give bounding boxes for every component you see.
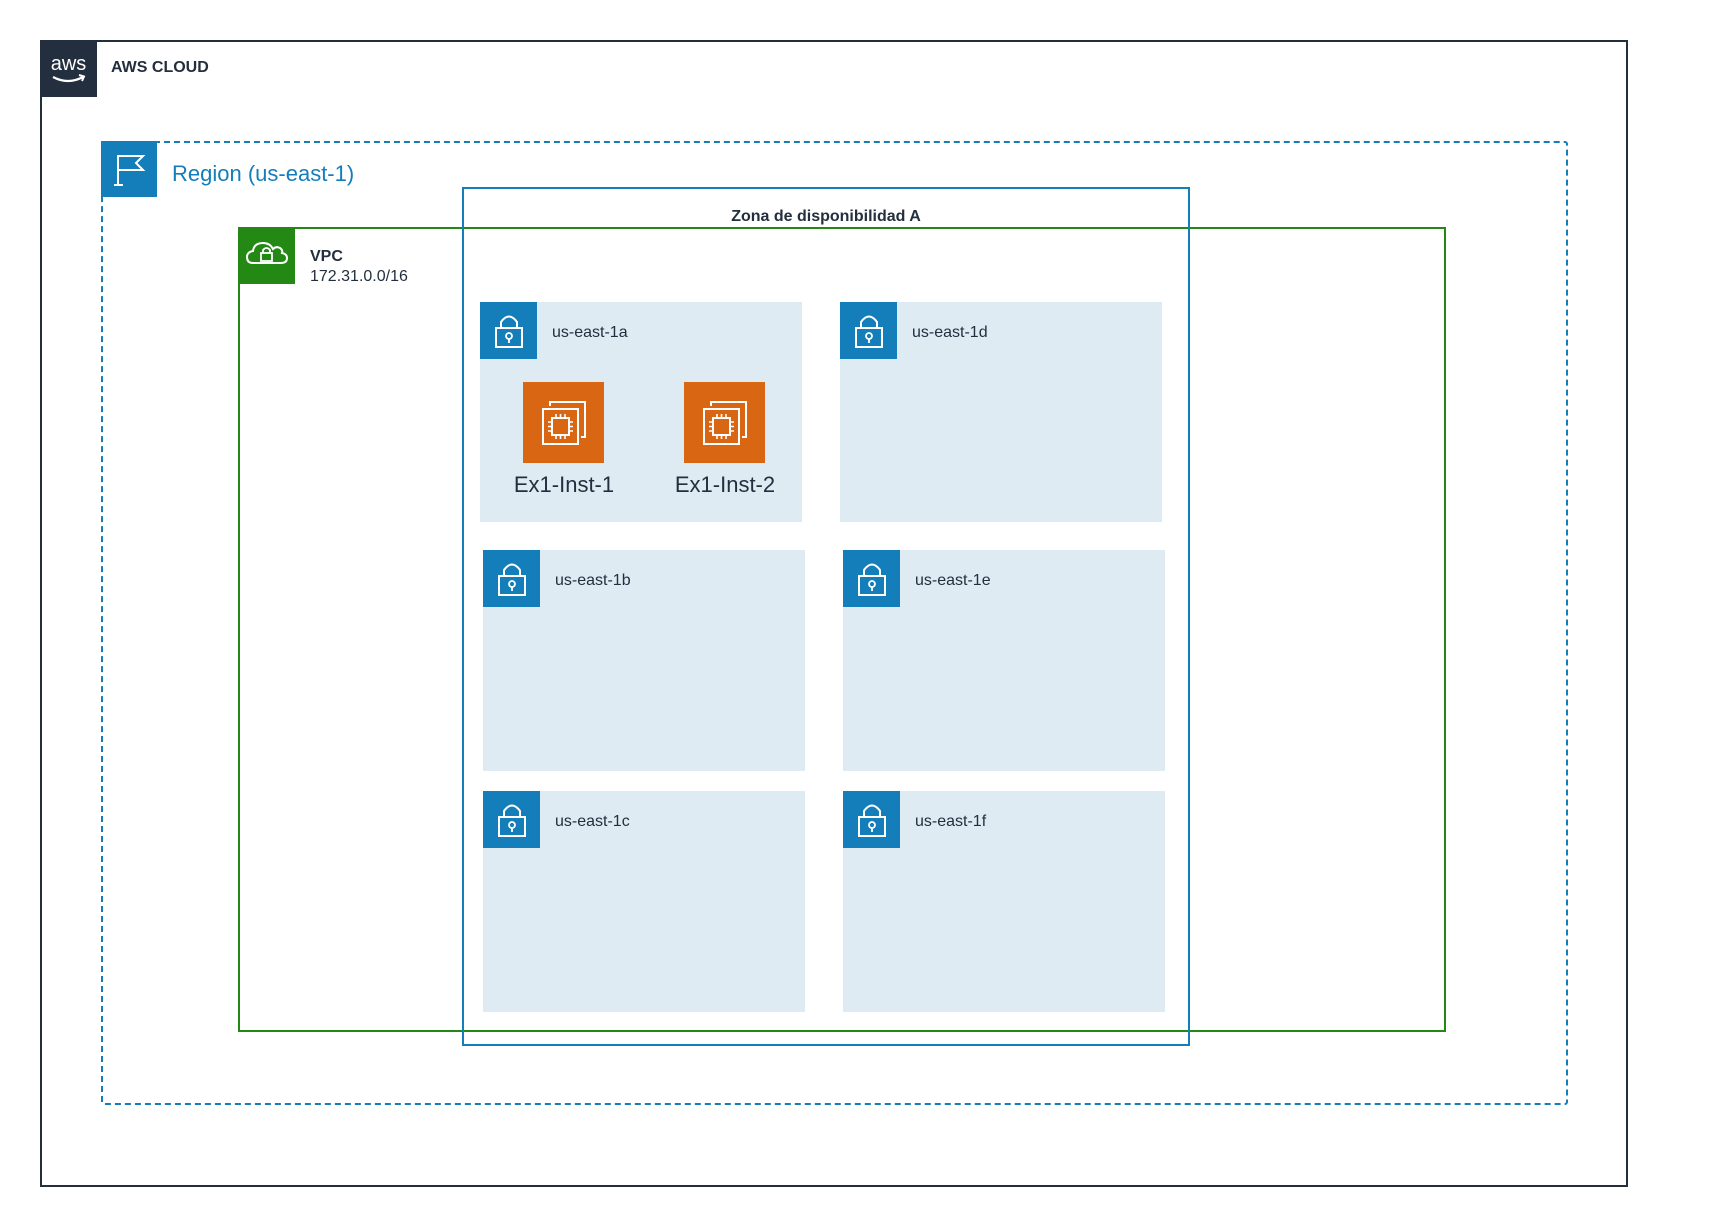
subnet-label: us-east-1f <box>915 813 987 830</box>
subnet-label: us-east-1b <box>555 572 631 589</box>
subnet-label: us-east-1e <box>915 572 991 589</box>
ec2-instances-icon <box>684 382 765 463</box>
aws-cloud-group <box>40 40 1628 1187</box>
subnet-label: us-east-1d <box>912 324 988 341</box>
ec2-instances-icon <box>523 382 604 463</box>
vpc-group <box>238 227 1446 1032</box>
aws-logo-text: aws <box>51 53 87 75</box>
ec2-instance-label: Ex1-Inst-2 <box>674 472 776 497</box>
vpc-title: VPC <box>310 248 343 265</box>
padlock-icon <box>483 791 540 848</box>
availability-zone-label: Zona de disponibilidad A <box>731 208 921 225</box>
region-label: Region (us-east-1) <box>172 161 355 186</box>
padlock-icon <box>843 791 900 848</box>
padlock-icon <box>840 302 897 359</box>
ec2-instance-label: Ex1-Inst-1 <box>513 472 615 497</box>
region-group <box>101 141 1568 1105</box>
subnet-label: us-east-1c <box>555 813 630 830</box>
availability-zone-group <box>462 187 1190 1046</box>
vpc-cidr: 172.31.0.0/16 <box>310 268 408 285</box>
padlock-icon <box>483 550 540 607</box>
padlock-icon <box>843 550 900 607</box>
padlock-icon <box>480 302 537 359</box>
subnet-label: us-east-1a <box>552 324 628 341</box>
aws-cloud-label: AWS CLOUD <box>111 59 209 76</box>
vpc-cloud-lock-icon <box>238 227 295 284</box>
aws-logo-icon: aws <box>40 40 97 97</box>
region-flag-icon <box>101 141 157 197</box>
